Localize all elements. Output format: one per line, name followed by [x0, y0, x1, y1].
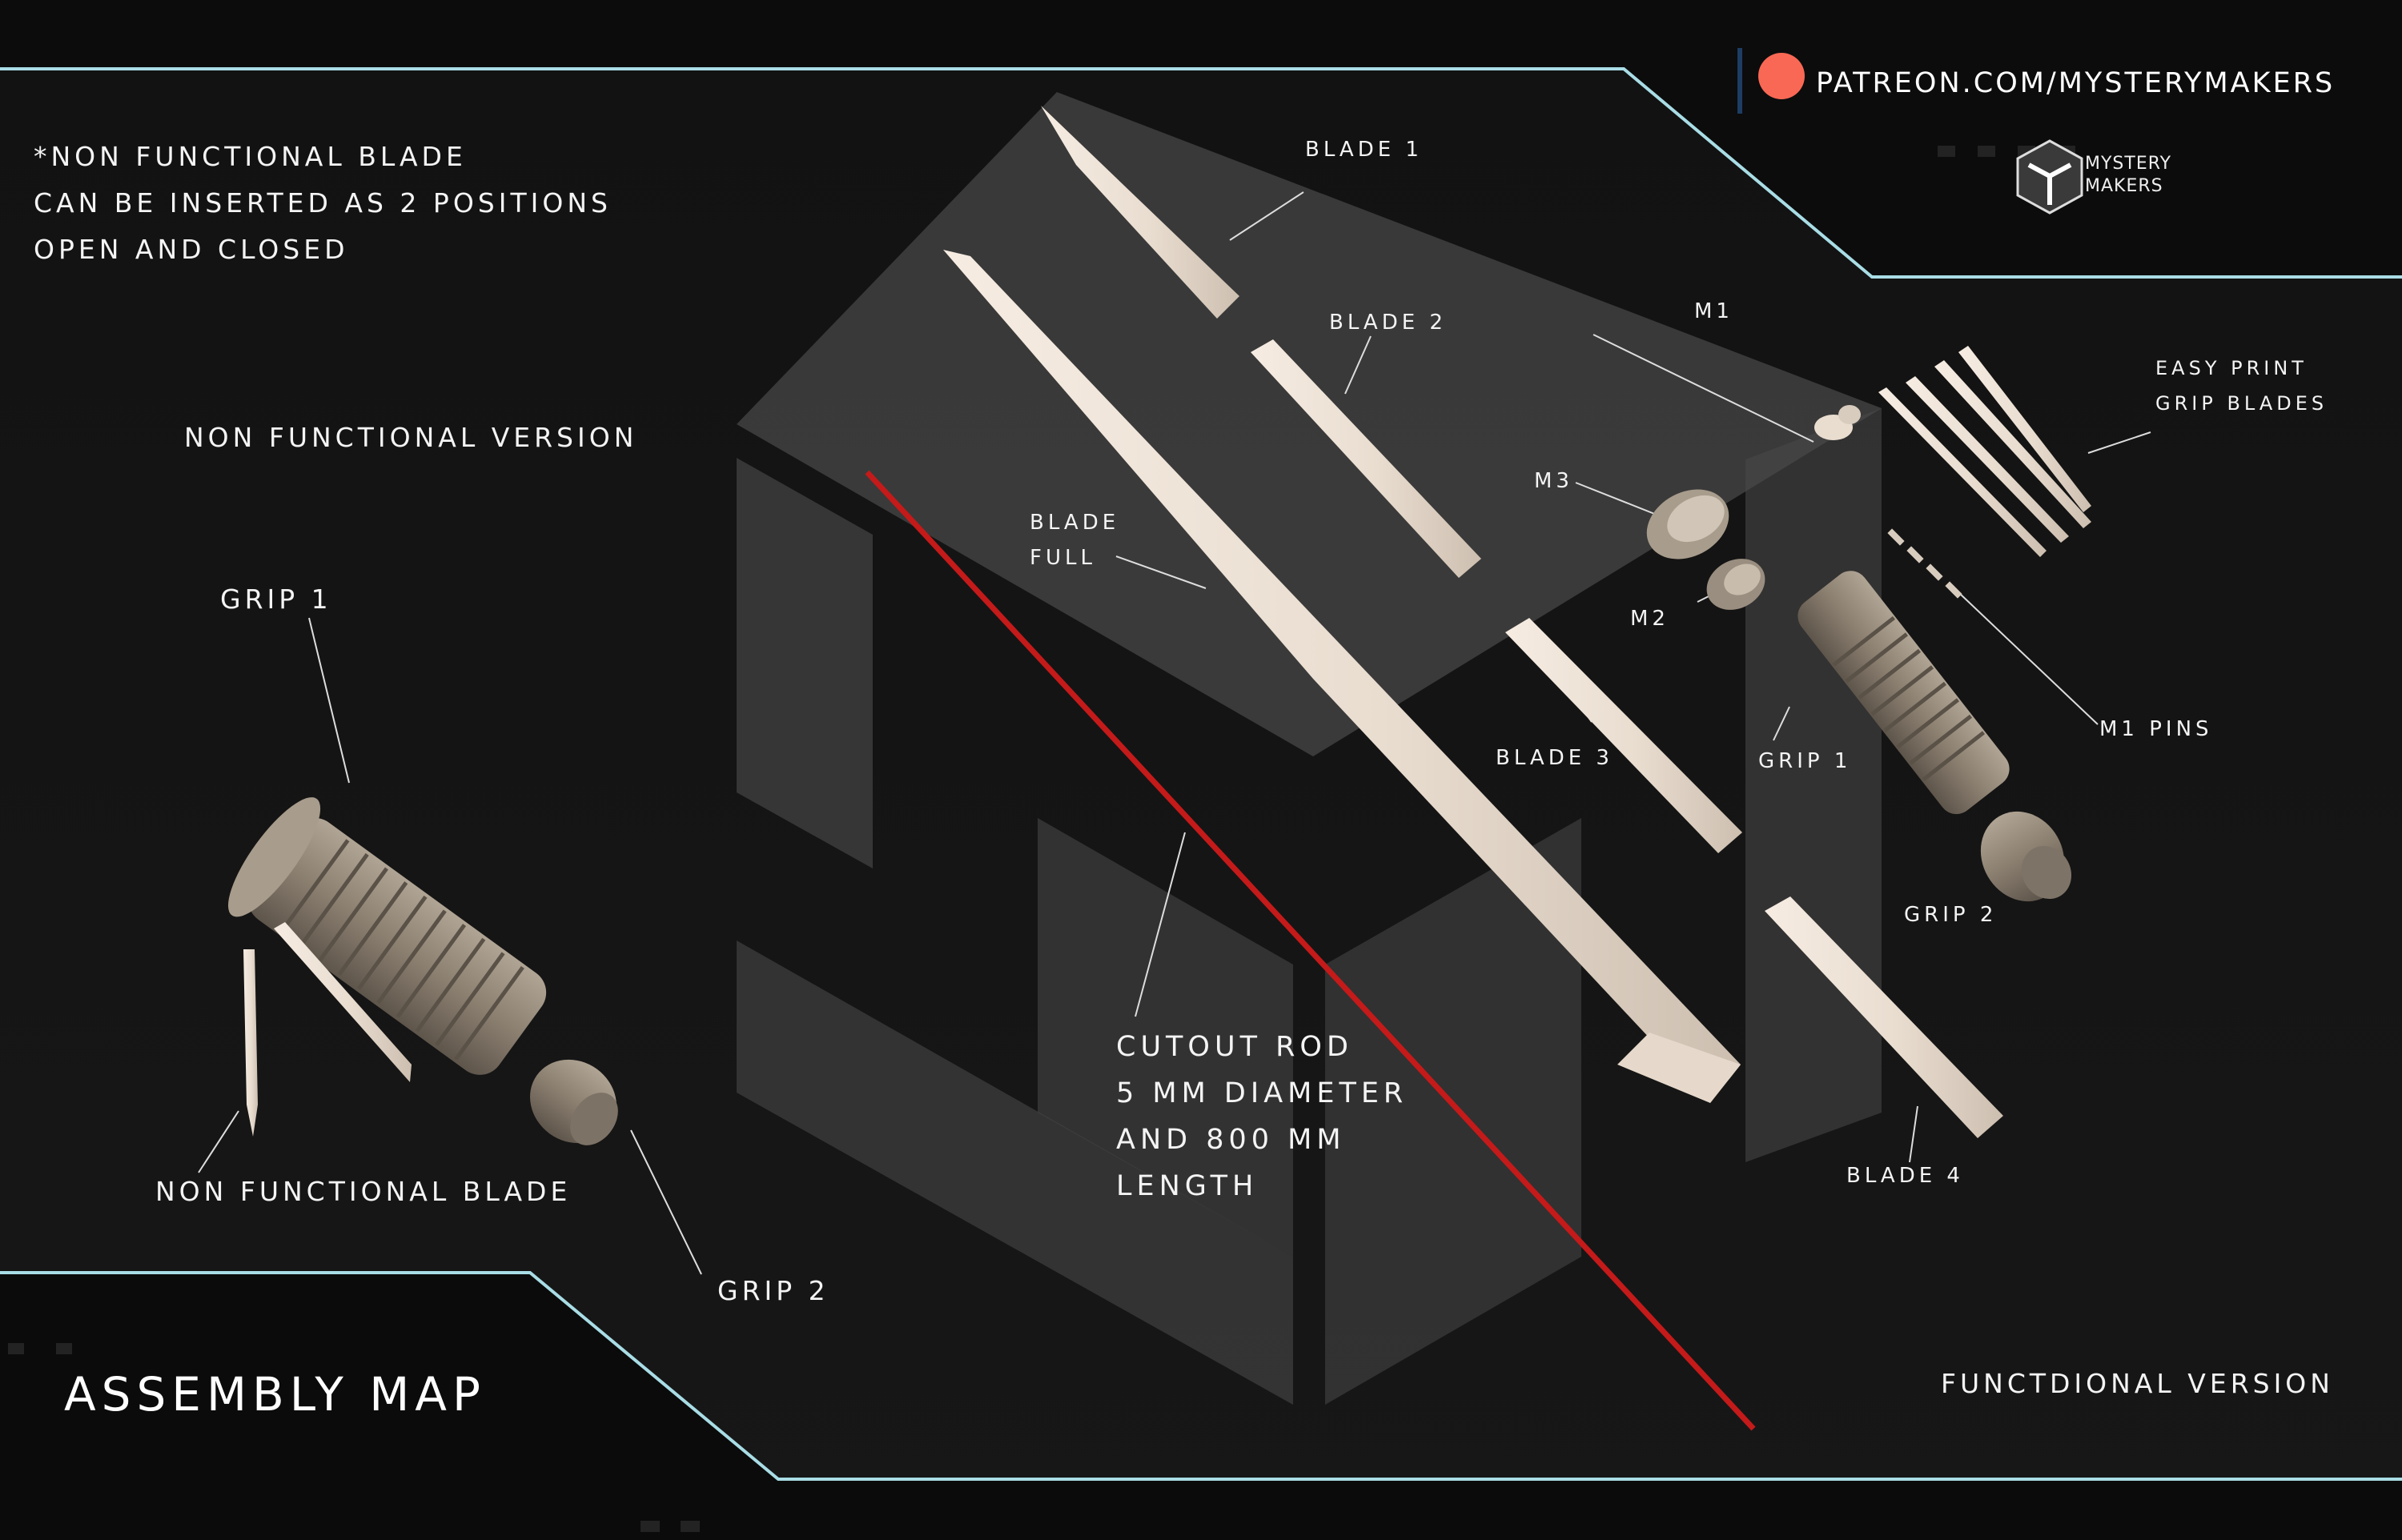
label-blade-4: BLADE 4	[1846, 1164, 1964, 1188]
label-easy-print-1: EASY PRINT	[2155, 357, 2308, 379]
brand-name-line2: MAKERS	[2085, 176, 2163, 196]
label-blade-2: BLADE 2	[1329, 311, 1447, 335]
cube-watermark	[737, 92, 1882, 1405]
functional-version-heading: FUNCTDIONAL VERSION	[1941, 1368, 2334, 1399]
grip-2-left	[529, 1059, 618, 1145]
label-m2: M2	[1630, 607, 1669, 631]
non-functional-version-heading: NON FUNCTIONAL VERSION	[184, 422, 638, 453]
brand-name-line1: MYSTERY	[2085, 154, 2172, 174]
label-grip-1-left: GRIP 1	[220, 584, 332, 615]
grip-1-left	[227, 797, 547, 1075]
label-grip-2-right: GRIP 2	[1904, 903, 1998, 927]
mystery-makers-logo	[2016, 139, 2083, 215]
label-m1: M1	[1694, 299, 1733, 323]
blade-4	[1765, 896, 2003, 1138]
label-blade-full-2: FULL	[1030, 546, 1096, 570]
label-non-functional-blade: NON FUNCTIONAL BLADE	[155, 1176, 572, 1207]
m2-part	[1706, 559, 1765, 610]
label-grip-1-right: GRIP 1	[1758, 749, 1852, 773]
patreon-accent-bar	[1737, 48, 1742, 114]
patreon-link[interactable]: PATREON.COM/MYSTERYMAKERS	[1816, 67, 2336, 99]
rod-note-line-1: CUTOUT ROD	[1116, 1031, 1353, 1063]
label-easy-print-2: GRIP BLADES	[2155, 392, 2328, 415]
blade-2	[1251, 339, 1481, 578]
page-title: ASSEMBLY MAP	[64, 1367, 486, 1422]
label-m1-pins: M1 PINS	[2099, 717, 2213, 741]
note-line-3: OPEN AND CLOSED	[34, 234, 349, 265]
note-line-2: CAN BE INSERTED AS 2 POSITIONS	[34, 187, 612, 219]
label-blade-full-1: BLADE	[1030, 511, 1120, 535]
blade-1	[1041, 106, 1239, 319]
blade-full	[943, 250, 1741, 1103]
non-functional-blade-b	[274, 922, 412, 1082]
label-grip-2-left: GRIP 2	[717, 1275, 829, 1306]
m1-part	[1814, 405, 1861, 440]
cutout-rod	[865, 470, 1756, 1431]
rod-note-line-2: 5 MM DIAMETER	[1116, 1077, 1408, 1109]
rod-note-line-3: AND 800 MM	[1116, 1124, 1346, 1156]
grip-1-right	[1797, 571, 2010, 815]
m3-part	[1646, 489, 1729, 559]
note-line-1: *NON FUNCTIONAL BLADE	[34, 141, 467, 172]
blade-3	[1505, 618, 1742, 853]
patreon-icon	[1758, 53, 1805, 99]
grip-2-right	[1980, 811, 2072, 902]
label-blade-1: BLADE 1	[1305, 138, 1423, 162]
m1-pins	[1887, 528, 1962, 599]
rod-note-line-4: LENGTH	[1116, 1170, 1259, 1202]
non-functional-blade-a	[243, 949, 258, 1137]
label-blade-3: BLADE 3	[1496, 746, 1613, 770]
easy-print-grip-blades	[1878, 346, 2091, 557]
label-m3: M3	[1534, 469, 1573, 493]
blade-full-tang	[1617, 1033, 1741, 1103]
